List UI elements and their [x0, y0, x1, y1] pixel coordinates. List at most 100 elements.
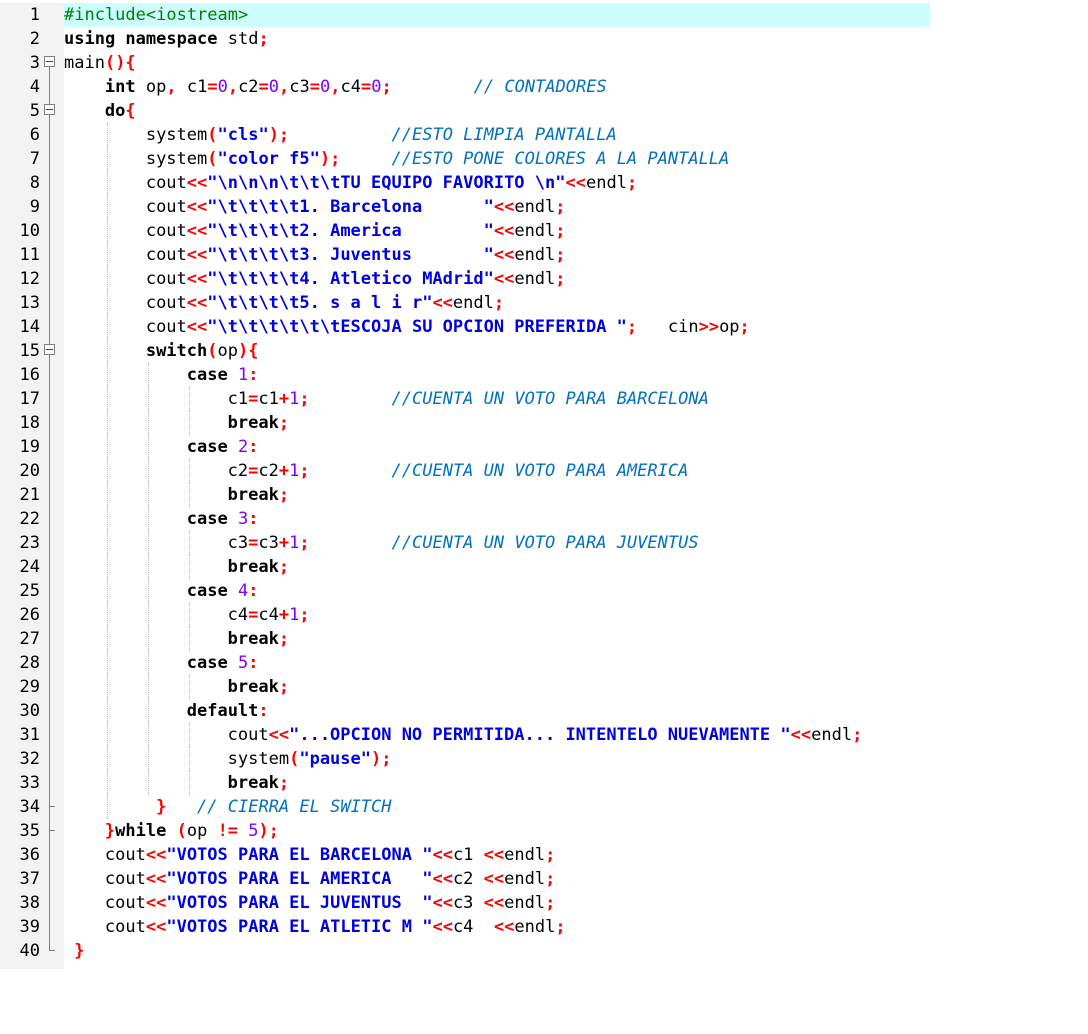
token-num: 1 — [237, 365, 249, 385]
fold-toggle-icon[interactable] — [44, 104, 55, 115]
token-num: 1 — [289, 533, 300, 553]
token-plain: c3 — [289, 77, 310, 97]
code-text: cout<<"\t\t\t\t3. Juventus "<<endl; — [146, 243, 566, 267]
token-num: 1 — [289, 461, 300, 481]
token-op: ( — [176, 821, 187, 841]
code-text: break; — [228, 483, 289, 507]
code-line[interactable]: 1#include<iostream> — [0, 3, 1088, 27]
token-op: << — [145, 845, 167, 865]
line-number: 19 — [19, 437, 40, 457]
token-op: ; — [545, 869, 556, 889]
indent-guide — [106, 579, 108, 603]
code-line[interactable]: 24 break; — [0, 555, 1088, 579]
indent-guide — [106, 483, 108, 507]
token-op: << — [493, 197, 515, 217]
token-op: , — [279, 77, 290, 97]
token-op: : — [248, 653, 259, 673]
code-text: cout<<"\t\t\t\t1. Barcelona "<<endl; — [146, 195, 566, 219]
code-text: cout<<"VOTOS PARA EL BARCELONA "<<c1 <<e… — [105, 843, 555, 867]
indent-guide — [106, 723, 108, 747]
code-text: case 1: — [187, 363, 259, 387]
token-op: ; — [381, 77, 392, 97]
fold-toggle-icon[interactable] — [44, 344, 55, 355]
token-op: ){ — [237, 341, 259, 361]
token-kw: break — [227, 413, 279, 433]
token-op: ; — [626, 317, 638, 337]
line-number: 4 — [29, 77, 40, 97]
token-kw: default — [186, 701, 259, 721]
token-plain: cout — [145, 197, 187, 217]
token-op: != — [217, 821, 239, 841]
indent-guide — [147, 579, 149, 603]
code-text: cout<<"\t\t\t\t5. s a l i r"<<endl; — [146, 291, 504, 315]
indent-guide — [106, 699, 108, 723]
code-line[interactable]: 40 } — [0, 939, 1088, 963]
line-number: 15 — [19, 341, 40, 361]
code-text: } // CIERRA EL SWITCH — [146, 795, 391, 819]
token-str: "\t\t\t\t4. Atletico MAdrid" — [207, 269, 494, 289]
token-cmt: //ESTO LIMPIA PANTALLA — [391, 125, 617, 145]
token-op: ); — [319, 149, 341, 169]
token-plain: system — [227, 749, 290, 769]
code-text: system("pause"); — [228, 747, 392, 771]
code-line[interactable]: 34 } // CIERRA EL SWITCH — [0, 795, 1088, 819]
line-number: 24 — [19, 557, 40, 577]
token-kw: case — [186, 581, 228, 601]
fold-toggle-icon[interactable] — [44, 56, 55, 67]
token-op: ; — [299, 461, 310, 481]
token-str: "\n\n\n\t\t\tTU EQUIPO FAVORITO \n" — [207, 173, 566, 193]
line-number: 39 — [19, 917, 40, 937]
token-op: << — [186, 197, 208, 217]
token-plain: cout — [104, 869, 146, 889]
line-number: 17 — [19, 389, 40, 409]
token-op: ; — [299, 389, 310, 409]
token-str: "cls" — [217, 125, 269, 145]
fold-end-marker — [49, 939, 55, 951]
token-plain — [289, 125, 391, 145]
token-pp: #include<iostream> — [64, 5, 249, 25]
token-op: : — [258, 701, 269, 721]
indent-guide — [106, 531, 108, 555]
token-plain: op — [217, 341, 238, 361]
indent-guide — [106, 147, 108, 171]
code-text: break; — [228, 555, 289, 579]
code-line[interactable]: 35}while (op != 5); — [0, 819, 1088, 843]
token-num: 2 — [237, 437, 249, 457]
